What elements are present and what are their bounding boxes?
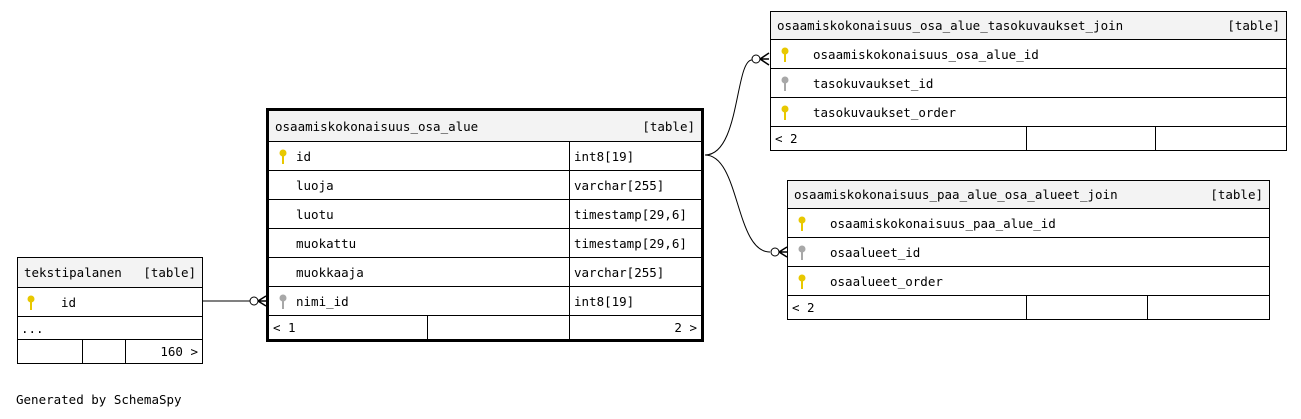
column-type: timestamp[29,6]	[569, 200, 701, 228]
column-row-tasokuvaukset-id[interactable]: tasokuvaukset_id	[771, 69, 1286, 98]
table-osa-alueet-join[interactable]: osaamiskokonaisuus_paa_alue_osa_alueet_j…	[787, 180, 1270, 320]
column-row-osaamiskokonaisuus-osa-alue-id[interactable]: osaamiskokonaisuus_osa_alue_id	[771, 40, 1286, 69]
column-type: varchar[255]	[569, 171, 701, 199]
relation-optional-marker	[249, 296, 259, 306]
column-row-id[interactable]: id int8[19]	[269, 142, 701, 171]
column-row-nimi-id[interactable]: nimi_id int8[19]	[269, 287, 701, 316]
column-type: timestamp[29,6]	[569, 229, 701, 257]
table-header: osaamiskokonaisuus_osa_alue [table]	[269, 111, 701, 142]
column-name: tasokuvaukset_id	[813, 75, 934, 91]
key-icon	[781, 105, 789, 120]
children-count[interactable]: 160 >	[160, 344, 198, 359]
key-icon	[27, 295, 35, 310]
parents-count[interactable]: < 2	[788, 296, 1027, 319]
table-name: tekstipalanen	[24, 265, 122, 280]
column-name: osaamiskokonaisuus_paa_alue_id	[830, 215, 1056, 231]
footer-cell	[428, 316, 570, 339]
table-tekstipalanen[interactable]: tekstipalanen [table] id ... 160 >	[17, 257, 203, 364]
table-tasokuvaukset-join[interactable]: osaamiskokonaisuus_osa_alue_tasokuvaukse…	[770, 11, 1287, 151]
table-type-tag: [table]	[143, 265, 196, 280]
column-name: luotu	[296, 206, 334, 222]
column-row-muokattu[interactable]: muokattu timestamp[29,6]	[269, 229, 701, 258]
footer-cell	[1027, 296, 1148, 319]
column-row-luoja[interactable]: luoja varchar[255]	[269, 171, 701, 200]
column-name: tasokuvaukset_order	[813, 104, 956, 120]
table-name: osaamiskokonaisuus_osa_alue_tasokuvaukse…	[777, 18, 1124, 33]
relation-crowsfoot-marker	[778, 246, 788, 258]
children-count[interactable]: 2 >	[674, 320, 697, 335]
table-type-tag: [table]	[1227, 18, 1280, 33]
column-row-tasokuvaukset-order[interactable]: tasokuvaukset_order	[771, 98, 1286, 127]
key-icon	[798, 274, 806, 289]
relation-main-to-osa-alueet-join	[704, 154, 771, 253]
column-type: int8[19]	[569, 142, 701, 170]
table-header: osaamiskokonaisuus_paa_alue_osa_alueet_j…	[788, 181, 1269, 209]
key-icon	[798, 245, 806, 260]
footer-cell	[83, 340, 126, 363]
column-row-luotu[interactable]: luotu timestamp[29,6]	[269, 200, 701, 229]
more-columns-indicator: ...	[18, 317, 202, 340]
footer-cell	[1148, 296, 1269, 319]
table-osaamiskokonaisuus-osa-alue[interactable]: osaamiskokonaisuus_osa_alue [table] id i…	[266, 108, 704, 342]
generated-by-credit: Generated by SchemaSpy	[16, 392, 182, 407]
column-name: id	[296, 148, 312, 164]
key-icon	[781, 47, 789, 62]
table-name: osaamiskokonaisuus_osa_alue	[275, 118, 479, 134]
table-header: tekstipalanen [table]	[18, 258, 202, 288]
table-footer: < 1 2 >	[269, 316, 701, 339]
footer-cell	[1027, 127, 1156, 150]
table-header: osaamiskokonaisuus_osa_alue_tasokuvaukse…	[771, 12, 1286, 40]
table-type-tag: [table]	[1210, 187, 1263, 202]
column-row-osaalueet-id[interactable]: osaalueet_id	[788, 238, 1269, 267]
column-name: muokattu	[296, 235, 357, 251]
column-name: nimi_id	[296, 293, 349, 309]
column-name: id	[61, 294, 77, 310]
key-icon	[781, 76, 789, 91]
column-name: luoja	[296, 177, 334, 193]
column-row-muokkaaja[interactable]: muokkaaja varchar[255]	[269, 258, 701, 287]
relation-main-to-tasokuvaukset-join	[704, 59, 753, 156]
column-row-osaalueet-order[interactable]: osaalueet_order	[788, 267, 1269, 296]
column-name: osaalueet_id	[830, 244, 921, 260]
relation-crowsfoot-marker	[759, 52, 770, 66]
key-icon	[798, 216, 806, 231]
relation-optional-marker	[770, 247, 780, 257]
key-icon	[279, 149, 287, 164]
key-icon	[279, 294, 287, 309]
parents-count[interactable]: < 2	[771, 127, 1027, 150]
footer-cell	[18, 340, 83, 363]
footer-cell	[1156, 127, 1286, 150]
table-footer: < 2	[788, 296, 1269, 319]
parents-count[interactable]: < 1	[269, 316, 428, 339]
column-type: int8[19]	[569, 287, 701, 315]
table-footer: < 2	[771, 127, 1286, 150]
column-type: varchar[255]	[569, 258, 701, 286]
column-name: muokkaaja	[296, 264, 364, 280]
column-name: osaalueet_order	[830, 273, 943, 289]
column-row-osaamiskokonaisuus-paa-alue-id[interactable]: osaamiskokonaisuus_paa_alue_id	[788, 209, 1269, 238]
relation-optional-marker	[751, 54, 761, 64]
column-name: osaamiskokonaisuus_osa_alue_id	[813, 46, 1039, 62]
table-footer: 160 >	[18, 340, 202, 363]
column-row-id[interactable]: id	[18, 288, 202, 317]
table-name: osaamiskokonaisuus_paa_alue_osa_alueet_j…	[794, 187, 1118, 202]
relation-crowsfoot-marker	[257, 295, 267, 307]
table-type-tag: [table]	[642, 118, 695, 134]
